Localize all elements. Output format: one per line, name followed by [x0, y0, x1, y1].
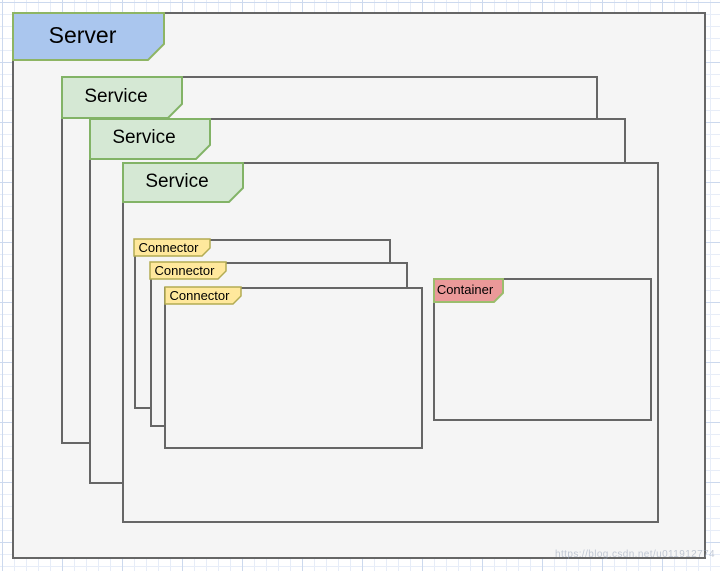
service-2-tab: Service — [89, 118, 211, 160]
connector-1-tab: Connector — [133, 238, 211, 257]
container-tab-shape — [433, 278, 504, 303]
connector-2-tab: Connector — [149, 261, 227, 280]
service-2-tab-shape — [89, 118, 211, 160]
connector-3-tab: Connector — [164, 286, 242, 305]
service-3-tab-shape — [122, 162, 244, 203]
server-tab: Server — [12, 12, 165, 61]
service-1-tab: Service — [61, 76, 183, 119]
connector-3-tab-shape — [164, 286, 242, 305]
connector-3-box — [164, 287, 423, 449]
service-3-tab: Service — [122, 162, 244, 203]
connector-2-tab-shape — [149, 261, 227, 280]
connector-1-tab-shape — [133, 238, 211, 257]
server-tab-shape — [12, 12, 165, 61]
container-tab: Container — [433, 278, 504, 303]
watermark-url: https://blog.csdn.net/u011912774 — [555, 549, 715, 560]
service-1-tab-shape — [61, 76, 183, 119]
